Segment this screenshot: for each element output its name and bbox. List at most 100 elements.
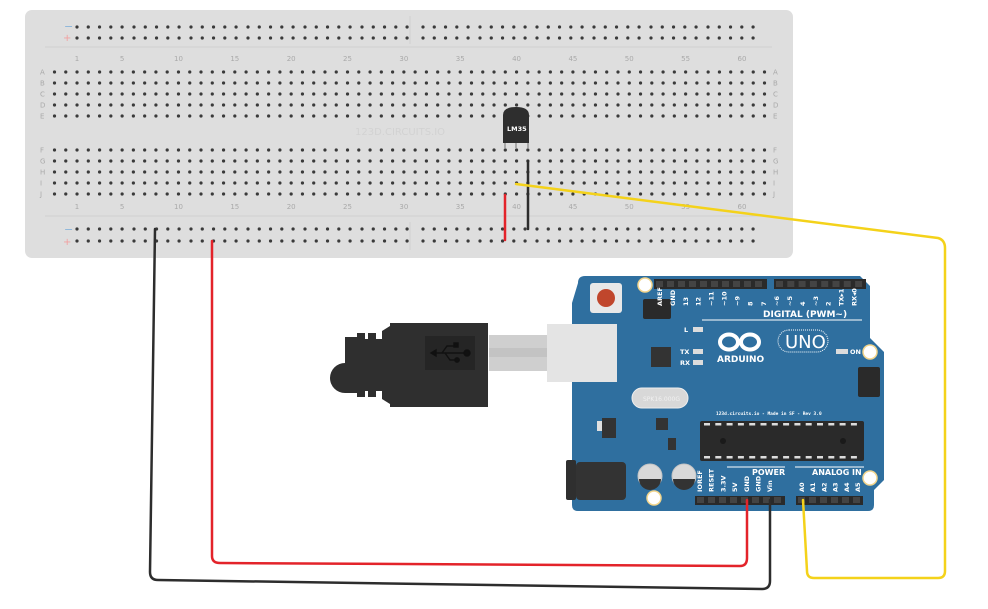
breadboard-hole[interactable] bbox=[717, 170, 722, 174]
rail-hole[interactable] bbox=[443, 25, 448, 29]
breadboard-hole[interactable] bbox=[447, 81, 451, 85]
breadboard-hole[interactable] bbox=[221, 159, 226, 163]
breadboard-hole[interactable] bbox=[740, 114, 744, 118]
breadboard-hole[interactable] bbox=[729, 70, 733, 74]
breadboard-hole[interactable] bbox=[740, 70, 744, 74]
breadboard-hole[interactable] bbox=[514, 70, 519, 74]
rail-hole[interactable] bbox=[694, 227, 698, 231]
breadboard-hole[interactable] bbox=[706, 70, 710, 74]
breadboard-hole[interactable] bbox=[740, 103, 744, 107]
breadboard-hole[interactable] bbox=[740, 81, 744, 85]
breadboard-hole[interactable] bbox=[751, 170, 755, 174]
breadboard-hole[interactable] bbox=[154, 81, 158, 85]
breadboard-hole[interactable] bbox=[131, 148, 135, 152]
rail-hole[interactable] bbox=[671, 227, 676, 231]
breadboard-hole[interactable] bbox=[109, 81, 113, 85]
rail-hole[interactable] bbox=[405, 25, 409, 29]
breadboard-hole[interactable] bbox=[740, 92, 744, 96]
rail-hole[interactable] bbox=[132, 239, 136, 243]
breadboard-hole[interactable] bbox=[154, 159, 158, 163]
breadboard-hole[interactable] bbox=[312, 92, 316, 96]
rail-hole[interactable] bbox=[246, 239, 250, 243]
breadboard-hole[interactable] bbox=[729, 148, 733, 152]
rail-hole[interactable] bbox=[626, 227, 630, 231]
breadboard-hole[interactable] bbox=[143, 159, 147, 163]
breadboard-hole[interactable] bbox=[75, 81, 79, 85]
breadboard-hole[interactable] bbox=[176, 70, 181, 74]
breadboard-hole[interactable] bbox=[503, 170, 507, 174]
breadboard-hole[interactable] bbox=[492, 170, 496, 174]
breadboard-hole[interactable] bbox=[255, 114, 259, 118]
breadboard-hole[interactable] bbox=[312, 192, 316, 196]
rail-hole[interactable] bbox=[740, 36, 744, 40]
breadboard-hole[interactable] bbox=[492, 70, 496, 74]
breadboard-hole[interactable] bbox=[548, 181, 552, 185]
breadboard-hole[interactable] bbox=[221, 192, 226, 196]
breadboard-hole[interactable] bbox=[560, 81, 564, 85]
breadboard-hole[interactable] bbox=[255, 103, 259, 107]
breadboard-hole[interactable] bbox=[143, 103, 147, 107]
breadboard-hole[interactable] bbox=[492, 192, 496, 196]
breadboard-hole[interactable] bbox=[154, 103, 158, 107]
breadboard-hole[interactable] bbox=[154, 170, 158, 174]
breadboard-hole[interactable] bbox=[402, 192, 406, 196]
breadboard-hole[interactable] bbox=[627, 159, 631, 163]
breadboard-hole[interactable] bbox=[447, 148, 451, 152]
rail-hole[interactable] bbox=[280, 25, 284, 29]
header-socket[interactable] bbox=[689, 281, 696, 287]
breadboard-hole[interactable] bbox=[52, 170, 57, 174]
breadboard-hole[interactable] bbox=[582, 103, 586, 107]
breadboard-hole[interactable] bbox=[188, 70, 192, 74]
breadboard-hole[interactable] bbox=[706, 170, 710, 174]
breadboard-hole[interactable] bbox=[97, 148, 102, 152]
header-socket[interactable] bbox=[755, 281, 762, 287]
breadboard-hole[interactable] bbox=[165, 70, 169, 74]
rail-hole[interactable] bbox=[97, 239, 102, 243]
rail-hole[interactable] bbox=[314, 25, 318, 29]
breadboard-hole[interactable] bbox=[199, 114, 203, 118]
breadboard-hole[interactable] bbox=[447, 170, 451, 174]
rail-hole[interactable] bbox=[535, 239, 539, 243]
breadboard-hole[interactable] bbox=[650, 70, 654, 74]
rail-hole[interactable] bbox=[394, 227, 398, 231]
rail-hole[interactable] bbox=[535, 25, 539, 29]
breadboard-hole[interactable] bbox=[424, 81, 429, 85]
rail-hole[interactable] bbox=[592, 25, 596, 29]
breadboard-hole[interactable] bbox=[120, 70, 124, 74]
breadboard-hole[interactable] bbox=[717, 114, 722, 118]
breadboard-hole[interactable] bbox=[75, 159, 79, 163]
breadboard-hole[interactable] bbox=[503, 159, 507, 163]
breadboard-hole[interactable] bbox=[391, 148, 395, 152]
breadboard-hole[interactable] bbox=[244, 70, 248, 74]
breadboard-hole[interactable] bbox=[492, 114, 496, 118]
breadboard-hole[interactable] bbox=[165, 114, 169, 118]
header-socket[interactable] bbox=[741, 497, 748, 503]
breadboard-hole[interactable] bbox=[379, 181, 383, 185]
header-socket[interactable] bbox=[744, 281, 751, 287]
rail-hole[interactable] bbox=[569, 25, 573, 29]
header-socket[interactable] bbox=[787, 281, 795, 287]
breadboard-hole[interactable] bbox=[661, 114, 665, 118]
breadboard-hole[interactable] bbox=[323, 148, 327, 152]
breadboard-hole[interactable] bbox=[233, 114, 237, 118]
breadboard-hole[interactable] bbox=[289, 192, 293, 196]
breadboard-hole[interactable] bbox=[616, 159, 620, 163]
breadboard-hole[interactable] bbox=[413, 181, 417, 185]
rail-hole[interactable] bbox=[348, 25, 352, 29]
breadboard-hole[interactable] bbox=[593, 114, 598, 118]
rail-hole[interactable] bbox=[234, 227, 238, 231]
breadboard-hole[interactable] bbox=[176, 159, 181, 163]
rail-hole[interactable] bbox=[546, 227, 550, 231]
breadboard-hole[interactable] bbox=[469, 148, 474, 152]
breadboard-hole[interactable] bbox=[131, 81, 135, 85]
breadboard-hole[interactable] bbox=[447, 192, 451, 196]
breadboard-hole[interactable] bbox=[300, 70, 305, 74]
breadboard-hole[interactable] bbox=[413, 159, 417, 163]
breadboard-hole[interactable] bbox=[582, 159, 586, 163]
rail-hole[interactable] bbox=[546, 36, 550, 40]
rail-hole[interactable] bbox=[268, 25, 273, 29]
breadboard-hole[interactable] bbox=[481, 103, 485, 107]
breadboard-hole[interactable] bbox=[571, 170, 575, 174]
breadboard-hole[interactable] bbox=[109, 159, 113, 163]
breadboard-hole[interactable] bbox=[413, 70, 417, 74]
